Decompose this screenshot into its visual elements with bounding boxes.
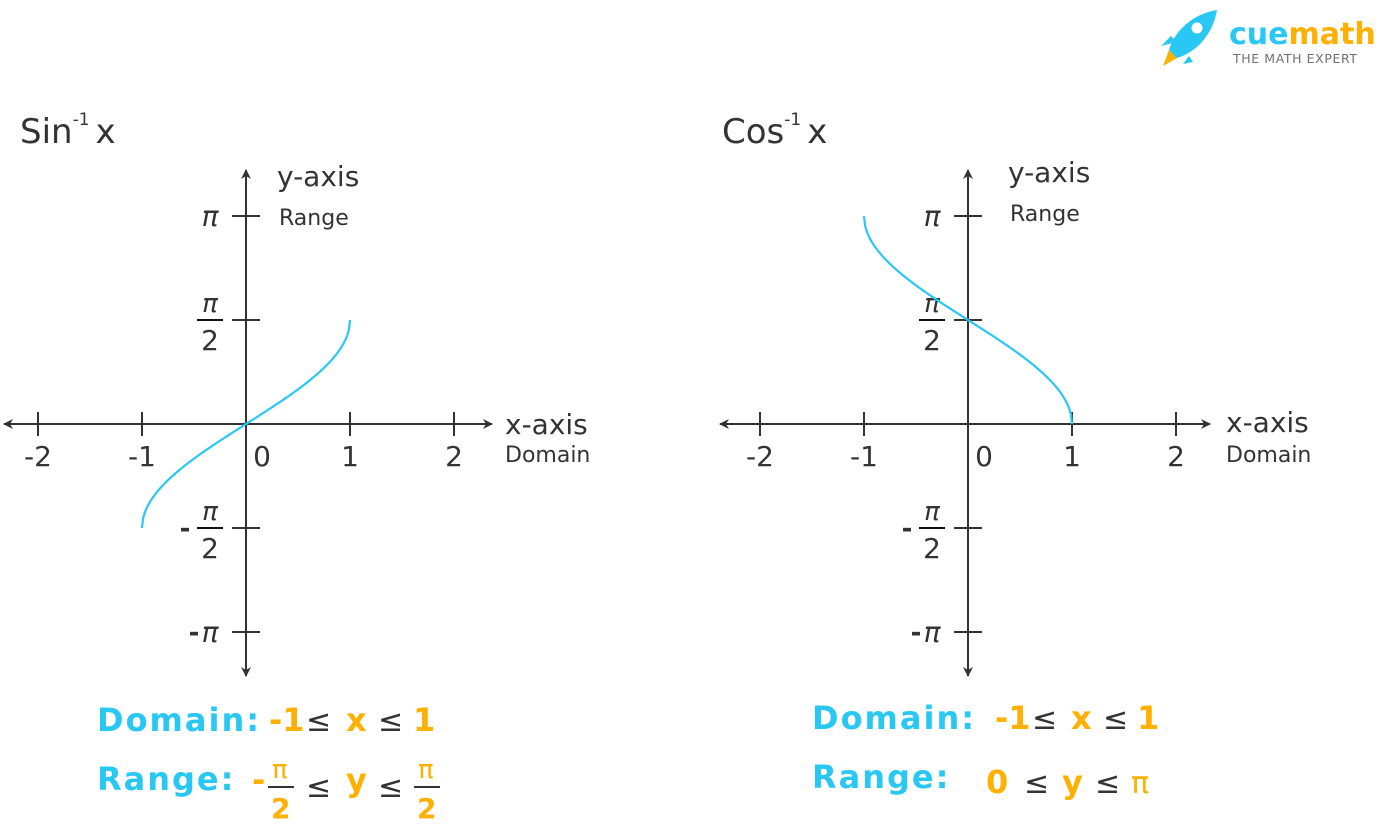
y-tick-label: π bbox=[202, 616, 220, 649]
y-tick-denominator: 2 bbox=[923, 324, 941, 357]
y-tick-label: π bbox=[924, 200, 942, 233]
arcsin-curve bbox=[140, 319, 352, 529]
x-tick-label: 2 bbox=[445, 440, 463, 473]
range-upper-den: 2 bbox=[417, 792, 436, 825]
domain-label: Domain: bbox=[812, 699, 976, 737]
range-var: y bbox=[1062, 763, 1083, 801]
le-symbol: ≤ bbox=[1103, 702, 1128, 737]
range-lower-num: π bbox=[272, 755, 288, 785]
y-tick-label: π bbox=[924, 616, 942, 649]
x-tick-label: -1 bbox=[850, 440, 878, 473]
x-axis-label: x-axis bbox=[505, 408, 588, 441]
axes bbox=[719, 169, 1211, 677]
y-tick-numerator: π bbox=[924, 497, 940, 527]
x-axis-sublabel: Domain bbox=[505, 443, 590, 468]
domain-label: Domain: bbox=[97, 701, 261, 739]
y-axis-label: y-axis bbox=[277, 160, 359, 193]
x-axis-label: x-axis bbox=[1226, 406, 1309, 439]
x-axis-sublabel: Domain bbox=[1226, 443, 1311, 468]
cuemath-logo[interactable]: cuemath THE MATH EXPERT bbox=[1155, 6, 1379, 76]
y-axis-sublabel: Range bbox=[1010, 202, 1080, 227]
y-tick-sign: - bbox=[911, 618, 922, 648]
range-lower-sign: - bbox=[252, 761, 265, 799]
range-statement: Range: - π 2 ≤ y ≤ π 2 bbox=[97, 755, 440, 825]
le-symbol: ≤ bbox=[378, 770, 403, 805]
le-symbol: ≤ bbox=[306, 770, 331, 805]
domain-lower: -1 bbox=[269, 701, 305, 739]
y-tick-numerator: π bbox=[202, 289, 218, 319]
x-tick-label: -2 bbox=[24, 440, 52, 473]
x-tick-label: 0 bbox=[975, 440, 993, 473]
x-tick-label: 2 bbox=[1167, 440, 1185, 473]
logo-svg: cuemath THE MATH EXPERT bbox=[1161, 10, 1376, 66]
x-tick-label: -2 bbox=[746, 440, 774, 473]
x-ticks: -2 -1 0 1 2 bbox=[746, 412, 1185, 473]
range-statement: Range: 0 ≤ y ≤ π bbox=[812, 758, 1149, 801]
y-tick-numerator: π bbox=[924, 289, 940, 319]
y-ticks: ππ2-π2-π bbox=[180, 200, 260, 649]
domain-upper: 1 bbox=[1137, 699, 1159, 737]
brand-name: cuemath bbox=[1229, 17, 1376, 52]
y-tick-sign: - bbox=[180, 514, 191, 544]
y-tick-sign: - bbox=[189, 618, 200, 648]
y-tick-numerator: π bbox=[202, 497, 218, 527]
range-lower: 0 bbox=[986, 763, 1008, 801]
y-axis-sublabel: Range bbox=[279, 206, 349, 231]
y-tick-label: π bbox=[202, 200, 220, 233]
y-tick-denominator: 2 bbox=[201, 324, 219, 357]
range-label: Range: bbox=[812, 758, 950, 796]
range-var: y bbox=[346, 761, 367, 799]
range-upper-num: π bbox=[418, 755, 434, 785]
y-tick-denominator: 2 bbox=[923, 532, 941, 565]
y-tick-denominator: 2 bbox=[201, 532, 219, 565]
domain-upper: 1 bbox=[413, 701, 435, 739]
le-symbol: ≤ bbox=[378, 704, 403, 739]
range-upper: π bbox=[1131, 766, 1149, 801]
domain-statement: Domain: -1 ≤ x ≤ 1 bbox=[97, 701, 435, 739]
x-tick-label: 0 bbox=[253, 440, 271, 473]
x-tick-label: 1 bbox=[341, 440, 359, 473]
axes bbox=[3, 169, 493, 677]
y-axis-label: y-axis bbox=[1008, 156, 1090, 189]
domain-statement: Domain: -1 ≤ x ≤ 1 bbox=[812, 699, 1159, 737]
x-tick-label: 1 bbox=[1063, 440, 1081, 473]
le-symbol: ≤ bbox=[1095, 766, 1120, 801]
le-symbol: ≤ bbox=[1024, 766, 1049, 801]
domain-var: x bbox=[1071, 699, 1092, 737]
range-label: Range: bbox=[97, 760, 235, 798]
x-tick-label: -1 bbox=[128, 440, 156, 473]
le-symbol: ≤ bbox=[306, 704, 331, 739]
domain-var: x bbox=[346, 701, 367, 739]
domain-lower: -1 bbox=[995, 699, 1031, 737]
x-ticks: -2 -1 0 1 2 bbox=[24, 412, 463, 473]
le-symbol: ≤ bbox=[1032, 702, 1057, 737]
range-lower-den: 2 bbox=[271, 792, 290, 825]
brand-tagline: THE MATH EXPERT bbox=[1232, 51, 1358, 66]
rocket-icon bbox=[1161, 10, 1217, 66]
y-ticks: ππ2-π2-π bbox=[902, 200, 982, 649]
arccos-curve bbox=[862, 215, 1074, 425]
y-tick-sign: - bbox=[902, 514, 913, 544]
